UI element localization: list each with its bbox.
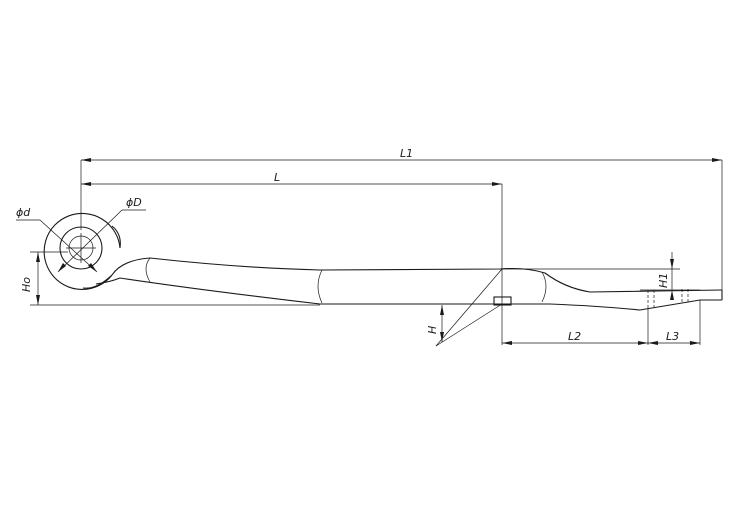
dimension-l1: L1 bbox=[80, 147, 723, 290]
dimension-h: H bbox=[426, 268, 503, 347]
dimension-phi-D: ϕD bbox=[57, 196, 146, 273]
dimension-h1: H1 bbox=[500, 252, 680, 300]
label-l1: L1 bbox=[400, 147, 413, 160]
label-l3: L3 bbox=[666, 330, 679, 343]
dimension-l: L bbox=[81, 171, 503, 345]
dimension-phi-d: ϕd bbox=[16, 206, 98, 273]
label-phi-d: ϕd bbox=[16, 206, 31, 219]
dimension-ho: Ho bbox=[20, 251, 320, 306]
dimension-l2: L2 bbox=[502, 308, 649, 345]
label-l: L bbox=[274, 171, 280, 184]
label-l2: L2 bbox=[568, 330, 581, 343]
dimension-l3: L3 bbox=[648, 300, 701, 345]
label-phi-D: ϕD bbox=[126, 196, 142, 209]
label-h1: H1 bbox=[657, 273, 670, 288]
spring-eye bbox=[43, 212, 121, 290]
label-h: H bbox=[426, 326, 439, 334]
label-ho: Ho bbox=[20, 277, 33, 292]
leaf-body bbox=[82, 257, 723, 311]
